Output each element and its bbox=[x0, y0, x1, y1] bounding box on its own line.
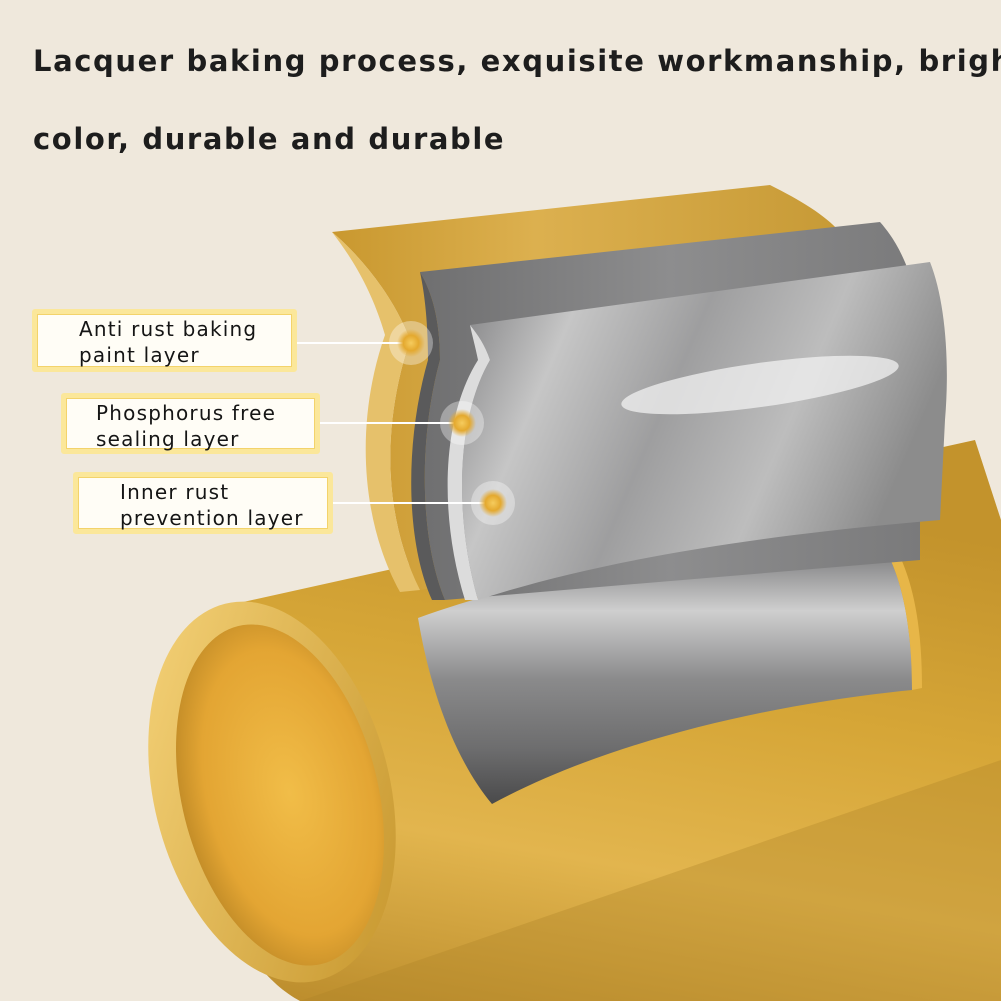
callout-inner-rust-prevention-layer: Inner rust prevention layer bbox=[73, 472, 333, 534]
callout-3-line-2: prevention layer bbox=[120, 506, 304, 530]
callout-anti-rust-baking-paint-layer: Anti rust baking paint layer bbox=[32, 309, 297, 372]
callout-2-line-1: Phosphorus free bbox=[96, 401, 277, 425]
callout-1-line-1: Anti rust baking bbox=[79, 317, 258, 341]
pipe-bore bbox=[176, 624, 384, 966]
callout-2-line-2: sealing layer bbox=[96, 427, 240, 451]
callout-1-line-2: paint layer bbox=[79, 343, 200, 367]
headline-line-1: Lacquer baking process, exquisite workma… bbox=[33, 44, 1001, 78]
callout-3-line-1: Inner rust bbox=[120, 480, 230, 504]
callout-phosphorus-free-sealing-layer: Phosphorus free sealing layer bbox=[61, 393, 320, 454]
inner-layer-sheet bbox=[462, 262, 947, 600]
exposed-silver-band bbox=[418, 528, 912, 804]
headline-line-2: color, durable and durable bbox=[33, 122, 506, 156]
